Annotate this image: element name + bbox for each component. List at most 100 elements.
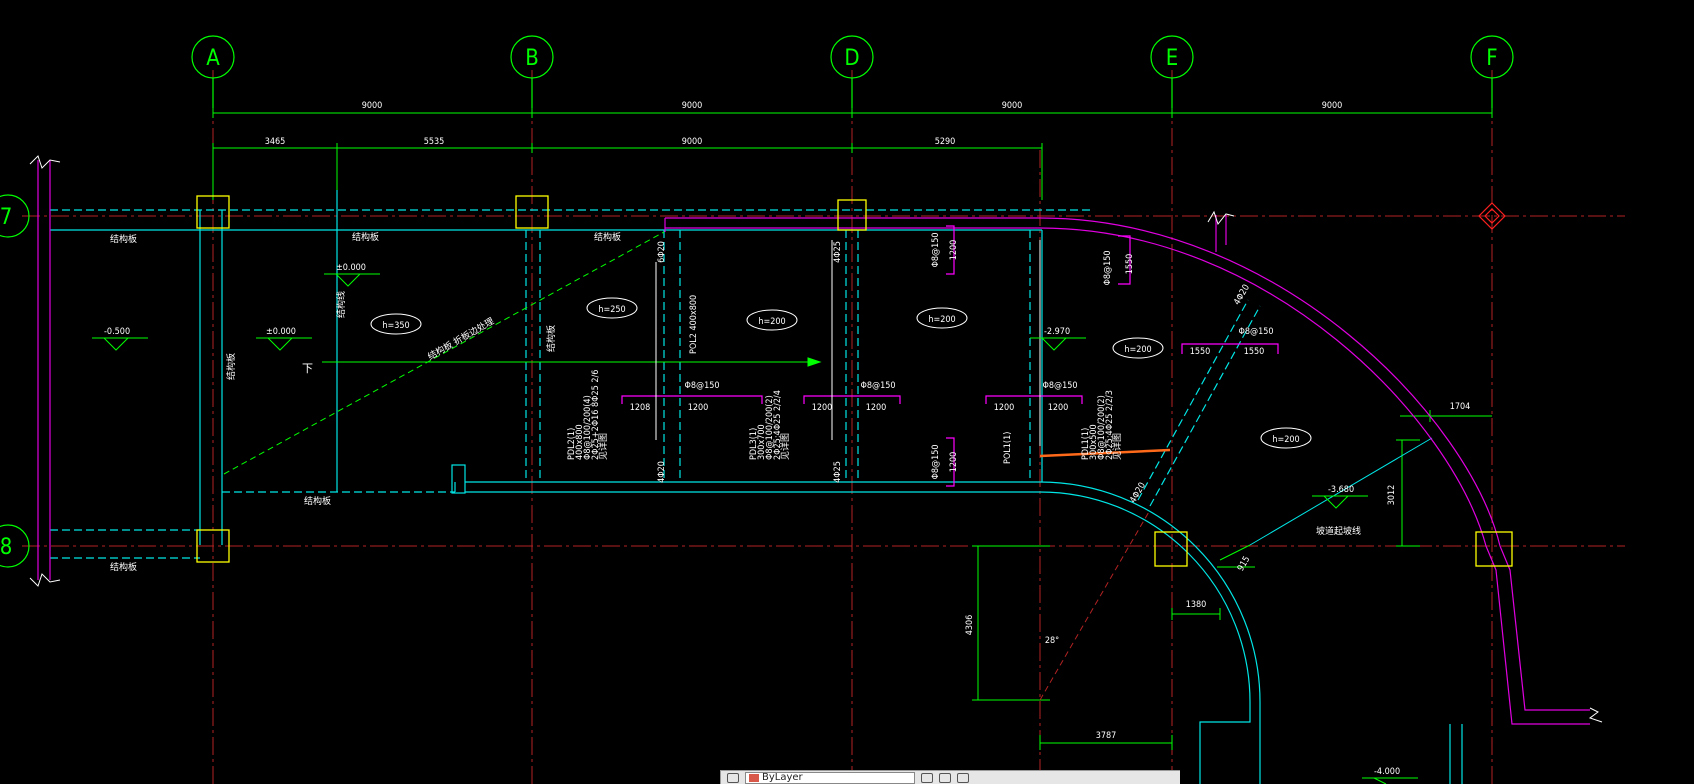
beam3-line3: Φ8@100/200(2) <box>1097 395 1107 460</box>
slab-thickness-text: h=350 h=250 h=200 h=200 h=200 h=200 <box>382 305 1299 445</box>
bar-count-4phi20-b: 4Φ20 <box>1128 481 1148 505</box>
slab-h-200-a: h=200 <box>758 317 785 327</box>
dim-curve-1704: 1704 <box>1450 402 1471 412</box>
beam2-line2: 300x700 <box>757 424 767 460</box>
dim-second-1: 3465 <box>265 137 286 147</box>
slab-h-250: h=250 <box>598 305 625 315</box>
rebar-phi8-g: Φ8@150 <box>1103 250 1113 285</box>
beam3-line4: 2Φ25;4Φ25 2/2/3 <box>1105 390 1115 460</box>
grid-label-B: B <box>525 46 539 71</box>
tool-icon-1[interactable] <box>921 772 933 783</box>
grid-label-7: 7 <box>0 205 12 230</box>
label-slab-a: 结构板 <box>110 233 137 245</box>
structural-walls <box>50 190 1463 784</box>
ramp-walls <box>37 160 1590 725</box>
beam-annotation-3: PDL1(1) 300x500 Φ8@100/200(2) 2Φ25;4Φ25 … <box>1081 390 1123 460</box>
rebar-phi8-b: Φ8@150 <box>860 381 895 391</box>
grid-label-A: A <box>206 46 220 71</box>
highlight-bar <box>1039 448 1171 458</box>
dim-second-2: 5535 <box>424 137 445 147</box>
grid-bubble-labels: A B D E F 7 8 <box>0 46 1498 560</box>
property-dropdown[interactable]: ByLayer <box>745 771 915 784</box>
rebar-len-1200-e: 1200 <box>1048 403 1069 413</box>
slab-h-200-b: h=200 <box>928 315 955 325</box>
diagonal-note: 结构板 折板边处理 <box>426 315 497 363</box>
slab-thickness-tags <box>370 297 1312 449</box>
small-labels: 结构板 结构板 结构板 结构板 结构板 结构板 结构线 结构板 坡道起坡线 结构… <box>110 231 1361 573</box>
elev-minus-2970: -2.970 <box>1044 327 1070 337</box>
grid-label-D: D <box>844 46 859 71</box>
slab-h-350: h=350 <box>382 321 409 331</box>
rebar-len-1200-f: 1200 <box>949 240 959 261</box>
rebar-len-1200-c: 1200 <box>866 403 887 413</box>
beam1-line5: 见详图 <box>597 433 609 460</box>
grid-bubbles <box>0 35 1514 568</box>
beam3-line1: PDL1(1) <box>1081 428 1091 460</box>
slab-h-200-c: h=200 <box>1124 345 1151 355</box>
rebar-ticks <box>655 240 1041 446</box>
beam3-line2: 300x500 <box>1089 424 1099 460</box>
bar-count-6phi20: 6Φ20 <box>657 241 667 263</box>
rebar-text: Φ8@150 Φ8@150 Φ8@150 Φ8@150 Φ8@150 Φ8@15… <box>630 232 1274 504</box>
label-slab-f: 结构板 <box>225 353 237 380</box>
beam-tags: POL2 400x800 POL1(1) <box>689 295 1013 464</box>
rebar-len-1200-a: 1200 <box>688 403 709 413</box>
rebar-len-1550-b: 1550 <box>1190 347 1211 357</box>
bar-count-4phi20-a: 4Φ20 <box>657 461 667 483</box>
elev-zero-b: ±0.000 <box>336 263 366 273</box>
beam-tag-pol2: POL2 400x800 <box>689 295 699 354</box>
beam1-line4: 2Φ25+2Φ16 8Φ25 2/6 <box>591 370 601 460</box>
slope-mark: 下 <box>302 362 313 375</box>
dim-curve-3012: 3012 <box>1387 485 1397 506</box>
dimension-lines <box>212 108 1493 750</box>
label-slab-c: 结构板 <box>594 231 621 243</box>
label-ramp-start: 坡道起坡线 <box>1316 525 1361 537</box>
rebar-len-1208: 1208 <box>630 403 651 413</box>
dim-curve-3787: 3787 <box>1096 731 1117 741</box>
dim-top-1: 9000 <box>362 101 383 111</box>
label-slab-d: 结构板 <box>110 561 137 573</box>
bottom-toolbar: ByLayer <box>720 770 1180 784</box>
angle-ray <box>1039 509 1151 701</box>
beam2-line4: 2Φ25;4Φ25 2/2/4 <box>773 390 783 460</box>
dimension-text: 9000 9000 9000 9000 3465 5535 9000 5290 … <box>265 101 1471 741</box>
elev-minus-4000: -4.000 <box>1374 767 1400 777</box>
ramp-fold-line <box>223 231 822 475</box>
grid-label-E: E <box>1166 46 1179 71</box>
beam2-line3: Φ8@100/200(2) <box>765 395 775 460</box>
label-slab-e: 结构板 <box>304 495 331 507</box>
tool-icon-2[interactable] <box>939 772 951 783</box>
dim-curve-1380: 1380 <box>1186 600 1207 610</box>
dim-top-3: 9000 <box>1002 101 1023 111</box>
elev-minus-0500: -0.500 <box>104 327 130 337</box>
rebar-len-1200-d: 1200 <box>994 403 1015 413</box>
elev-zero-a: ±0.000 <box>266 327 296 337</box>
beam2-line5: 见详图 <box>779 433 791 460</box>
beam-annotation-1: PDL2(1) 400x800 Φ8@100/200(4) 2Φ25+2Φ16 … <box>567 370 609 460</box>
rebar-phi8-d: Φ8@150 <box>1238 327 1273 337</box>
column-marker-red <box>1478 202 1506 230</box>
rebar-phi8-f: Φ8@150 <box>931 444 941 479</box>
rebar-phi8-c: Φ8@150 <box>1042 381 1077 391</box>
layer-icon[interactable] <box>727 772 739 783</box>
tool-icon-3[interactable] <box>957 772 969 783</box>
dim-second-3: 9000 <box>682 137 703 147</box>
color-swatch-icon <box>749 773 759 782</box>
rebar-len-1550-a: 1550 <box>1125 254 1135 275</box>
rebar-phi8-a: Φ8@150 <box>684 381 719 391</box>
break-symbols <box>29 155 1603 723</box>
grid-label-8: 8 <box>0 535 12 560</box>
property-value: ByLayer <box>762 772 803 783</box>
beam1-line3: Φ8@100/200(4) <box>583 395 593 460</box>
bar-count-4phi25-b: 4Φ25 <box>833 461 843 483</box>
beam2-line1: PDL3(1) <box>749 428 759 460</box>
rebar-len-1550-c: 1550 <box>1244 347 1265 357</box>
grid-label-F: F <box>1486 46 1497 71</box>
beam3-line5: 见详图 <box>1111 433 1123 460</box>
beam1-line2: 400x800 <box>575 424 585 460</box>
label-slab-b: 结构板 <box>352 231 379 243</box>
elev-minus-3680: -3.680 <box>1328 485 1354 495</box>
dim-top-2: 9000 <box>682 101 703 111</box>
slab-h-200-d: h=200 <box>1272 435 1299 445</box>
